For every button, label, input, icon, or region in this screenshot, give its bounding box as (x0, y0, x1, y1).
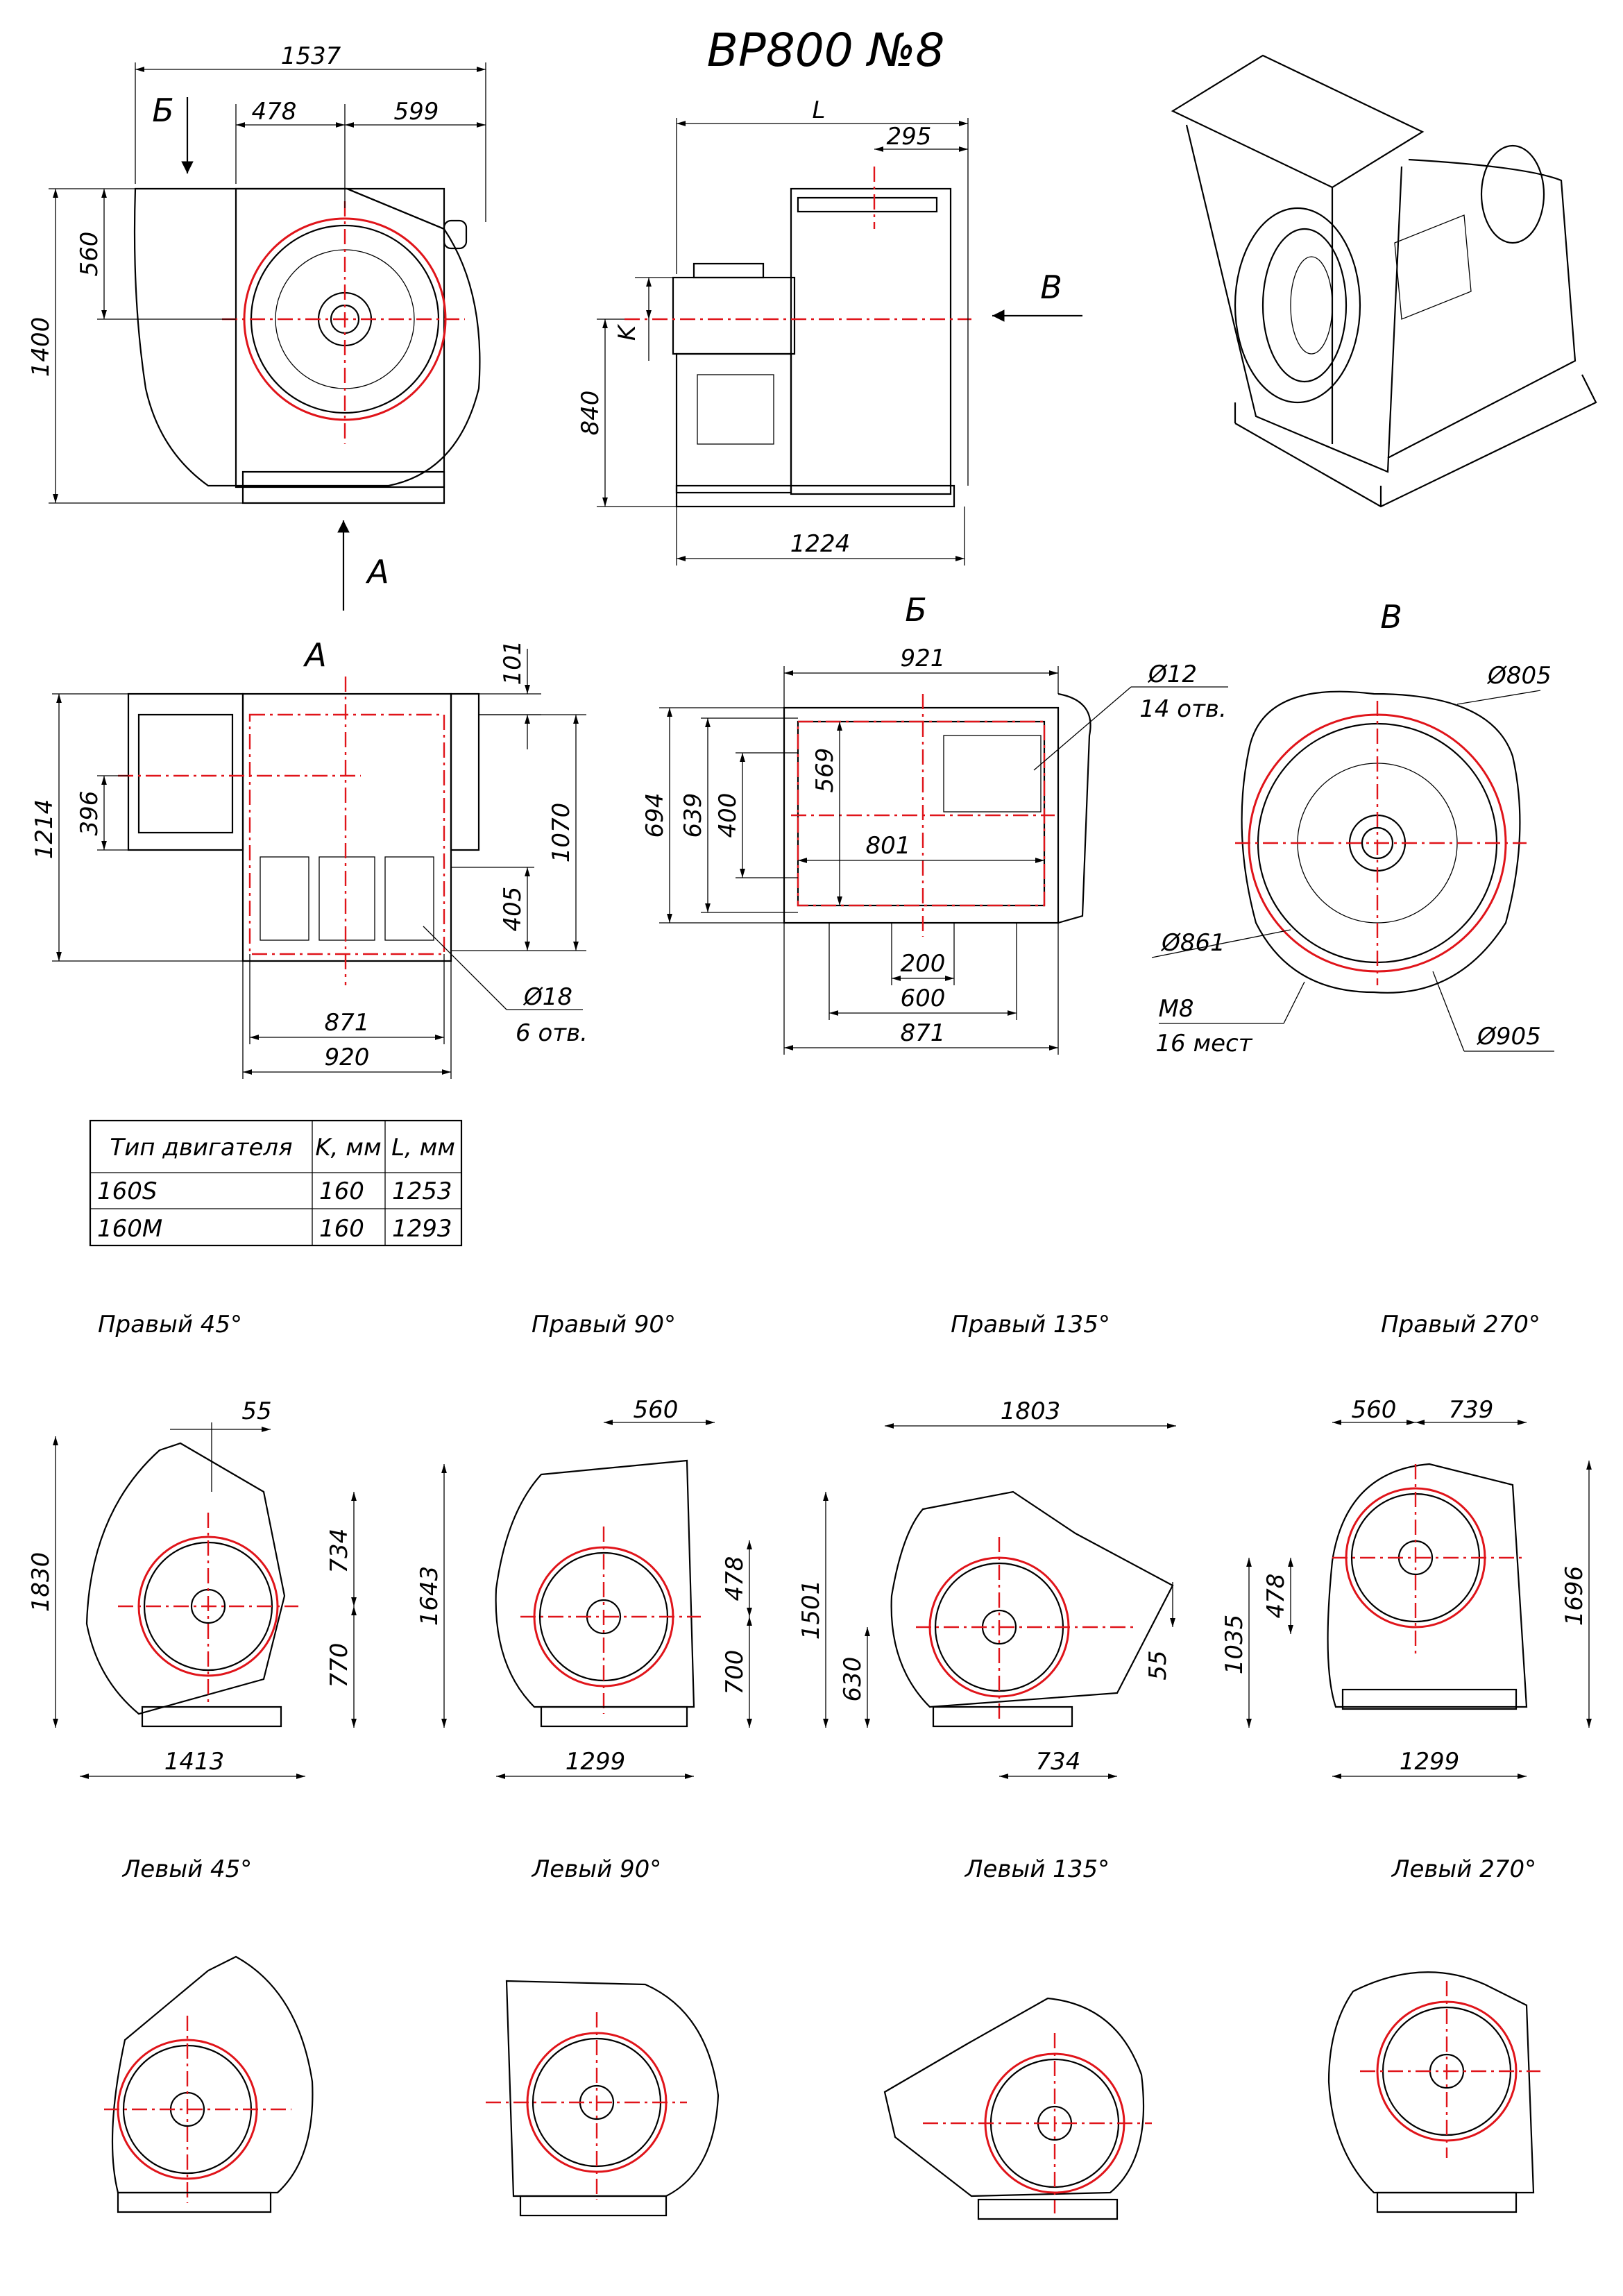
drawing-title: ВР800 №8 (707, 24, 945, 77)
view-a-dim-1214: 1214 (31, 799, 58, 860)
table-header-k: K, мм (315, 1134, 381, 1162)
table-cell: 160 (319, 1177, 364, 1205)
r135-dim-55: 55 (1144, 1650, 1172, 1680)
front-dim-560: 560 (76, 232, 103, 277)
view-arrow-a-label: А (365, 553, 389, 590)
view-b-dim-801: 801 (866, 832, 911, 860)
r90-dim-560: 560 (634, 1396, 679, 1424)
r270-dim-1035: 1035 (1221, 1615, 1248, 1675)
variant-label-left-270: Левый 270° (1391, 1855, 1536, 1883)
table-header-motor: Тип двигателя (110, 1134, 292, 1162)
view-b-hole-dia: Ø12 (1147, 661, 1197, 688)
view-b-dim-871: 871 (901, 1019, 946, 1047)
view-a-hole-dia: Ø18 (522, 983, 572, 1011)
variant-label-left-135: Левый 135° (964, 1855, 1110, 1883)
side-dim-L: L (813, 96, 826, 124)
r135-dim-1501: 1501 (797, 1580, 825, 1640)
view-a-dim-920: 920 (325, 1044, 370, 1071)
side-view: L 295 K 840 1224 В (577, 96, 1082, 566)
view-arrow-v-label: В (1040, 269, 1062, 306)
table-cell: 160M (97, 1215, 162, 1243)
r45-dim-770: 770 (325, 1643, 353, 1688)
table-header-l: L, мм (391, 1134, 455, 1162)
view-b-dim-600: 600 (901, 985, 946, 1012)
variant-label-left-45: Левый 45° (121, 1855, 253, 1883)
view-v: В Ø805 Ø861 Ø905 М8 16 мест (1151, 598, 1554, 1057)
view-b: Б 921 694 639 400 569 801 200 600 871 Ø1… (641, 591, 1228, 1055)
view-v-dim-861: Ø861 (1160, 929, 1225, 957)
front-view: 1537 478 599 560 1400 Б А (27, 42, 486, 611)
table-cell: 160S (97, 1177, 157, 1205)
r270-dim-1696: 1696 (1561, 1566, 1588, 1626)
table-cell: 1253 (392, 1177, 452, 1205)
view-b-dim-400: 400 (714, 793, 742, 838)
left-variants: Левый 45° Левый 90° Левый 135° Левый 270… (104, 1855, 1540, 2220)
table-cell: 1293 (392, 1215, 452, 1243)
r45-dim-55: 55 (241, 1397, 271, 1425)
variant-label-right-90: Правый 90° (532, 1311, 676, 1338)
r90-dim-700: 700 (721, 1650, 749, 1695)
r135-dim-734: 734 (1036, 1748, 1081, 1776)
r45-dim-1830: 1830 (27, 1552, 55, 1613)
view-b-dim-569: 569 (811, 748, 839, 793)
front-dim-599: 599 (394, 98, 439, 126)
view-v-label: В (1380, 598, 1402, 636)
side-dim-K: K (613, 323, 641, 341)
view-a-dim-396: 396 (76, 791, 103, 836)
view-b-hole-count: 14 отв. (1139, 695, 1227, 723)
view-b-dim-694: 694 (641, 793, 669, 838)
view-v-thread-count: 16 мест (1155, 1030, 1252, 1057)
view-b-dim-200: 200 (901, 950, 946, 978)
view-a-dim-871: 871 (325, 1009, 370, 1037)
variant-label-right-270: Правый 270° (1381, 1311, 1540, 1338)
r270-dim-739: 739 (1449, 1396, 1494, 1424)
view-b-dim-639: 639 (679, 793, 707, 838)
motor-table: Тип двигателя K, мм L, мм 160S 160 1253 … (89, 1119, 463, 1247)
side-dim-295: 295 (887, 123, 932, 151)
front-dim-478: 478 (252, 98, 297, 126)
view-a-dim-1070: 1070 (547, 803, 575, 863)
view-v-thread-size: М8 (1159, 995, 1194, 1023)
variant-label-right-135: Правый 135° (951, 1311, 1110, 1338)
r270-dim-1299: 1299 (1400, 1748, 1460, 1776)
view-a-dim-405: 405 (499, 887, 527, 932)
r90-dim-1299: 1299 (566, 1748, 626, 1776)
variant-label-right-45: Правый 45° (98, 1311, 242, 1338)
view-v-dim-805: Ø805 (1486, 662, 1552, 690)
view-a-hole-count: 6 отв. (516, 1019, 588, 1047)
r270-dim-560: 560 (1352, 1396, 1397, 1424)
view-a-dim-101: 101 (499, 640, 527, 686)
view-v-dim-905: Ø905 (1476, 1023, 1541, 1051)
side-dim-1224: 1224 (790, 530, 851, 558)
r90-dim-478: 478 (721, 1556, 749, 1601)
view-b-dim-921: 921 (901, 645, 946, 672)
front-dim-1400: 1400 (27, 317, 55, 377)
r270-dim-478: 478 (1262, 1574, 1290, 1619)
view-a: А 101 1214 396 1070 405 871 920 Ø18 6 от… (31, 636, 588, 1079)
r45-dim-734: 734 (325, 1529, 353, 1574)
variant-label-left-90: Левый 90° (531, 1855, 662, 1883)
front-dim-1537: 1537 (281, 42, 341, 70)
view-a-label: А (303, 636, 326, 674)
right-variants: Правый 45° Правый 90° Правый 135° Правый… (27, 1311, 1592, 1779)
isometric-view (1171, 54, 1597, 508)
r45-dim-1413: 1413 (164, 1748, 225, 1776)
view-arrow-b-label: Б (152, 92, 174, 129)
r135-dim-630: 630 (839, 1657, 867, 1702)
table-cell: 160 (319, 1215, 364, 1243)
r135-dim-1803: 1803 (1001, 1397, 1061, 1425)
side-dim-840: 840 (577, 391, 604, 436)
view-b-label: Б (905, 591, 927, 629)
r90-dim-1643: 1643 (416, 1566, 443, 1626)
